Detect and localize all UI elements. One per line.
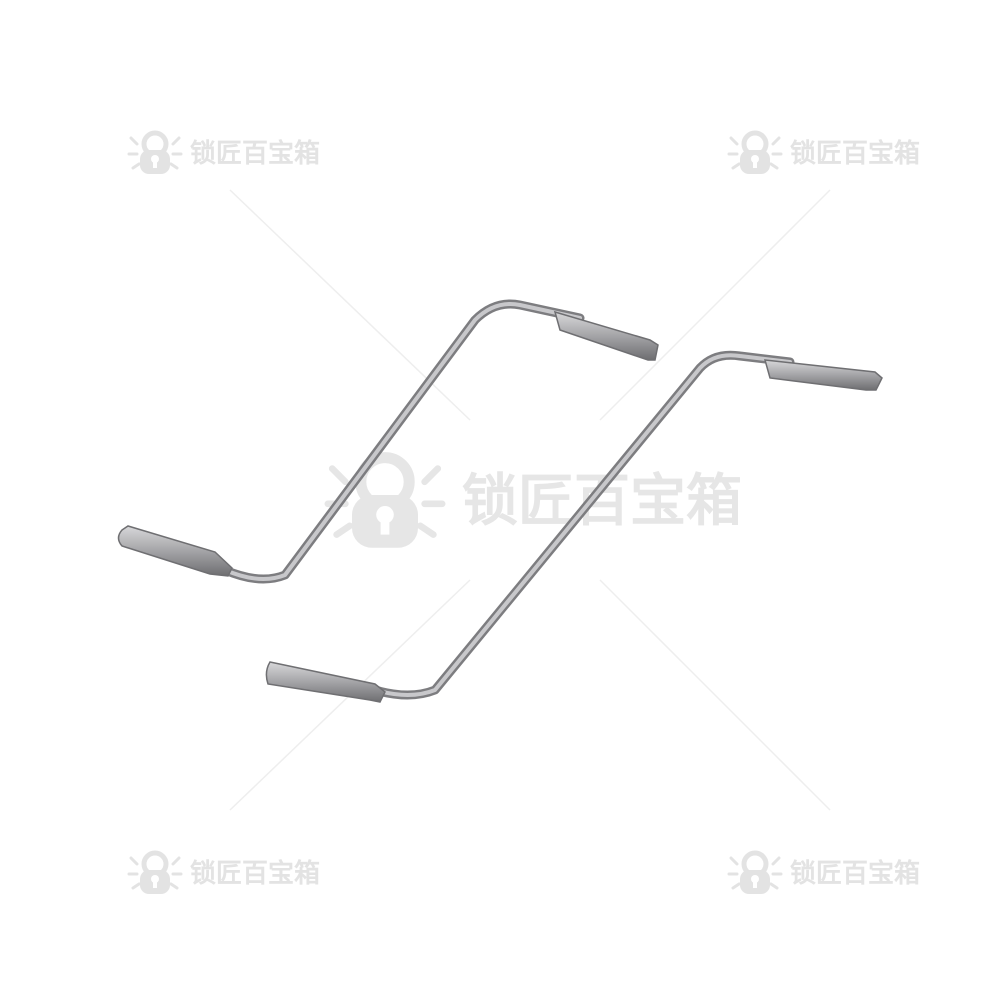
watermark-text-center: 锁匠百宝箱 [462, 469, 742, 534]
watermark-logo-center [328, 458, 442, 548]
watermark-text-top-left: 锁匠百宝箱 [190, 138, 320, 169]
tension-wrench-icon [265, 350, 883, 703]
tension-wrench-icon [117, 299, 659, 584]
watermark-logo-top-left [129, 133, 181, 174]
watermark-logo-top-right [729, 133, 781, 174]
watermark-logo-bottom-left [129, 853, 181, 894]
watermark-logo-bottom-right [729, 853, 781, 894]
watermark-text-bottom-right: 锁匠百宝箱 [790, 858, 920, 889]
watermark-text-bottom-left: 锁匠百宝箱 [190, 858, 320, 889]
watermark-text-top-right: 锁匠百宝箱 [790, 138, 920, 169]
